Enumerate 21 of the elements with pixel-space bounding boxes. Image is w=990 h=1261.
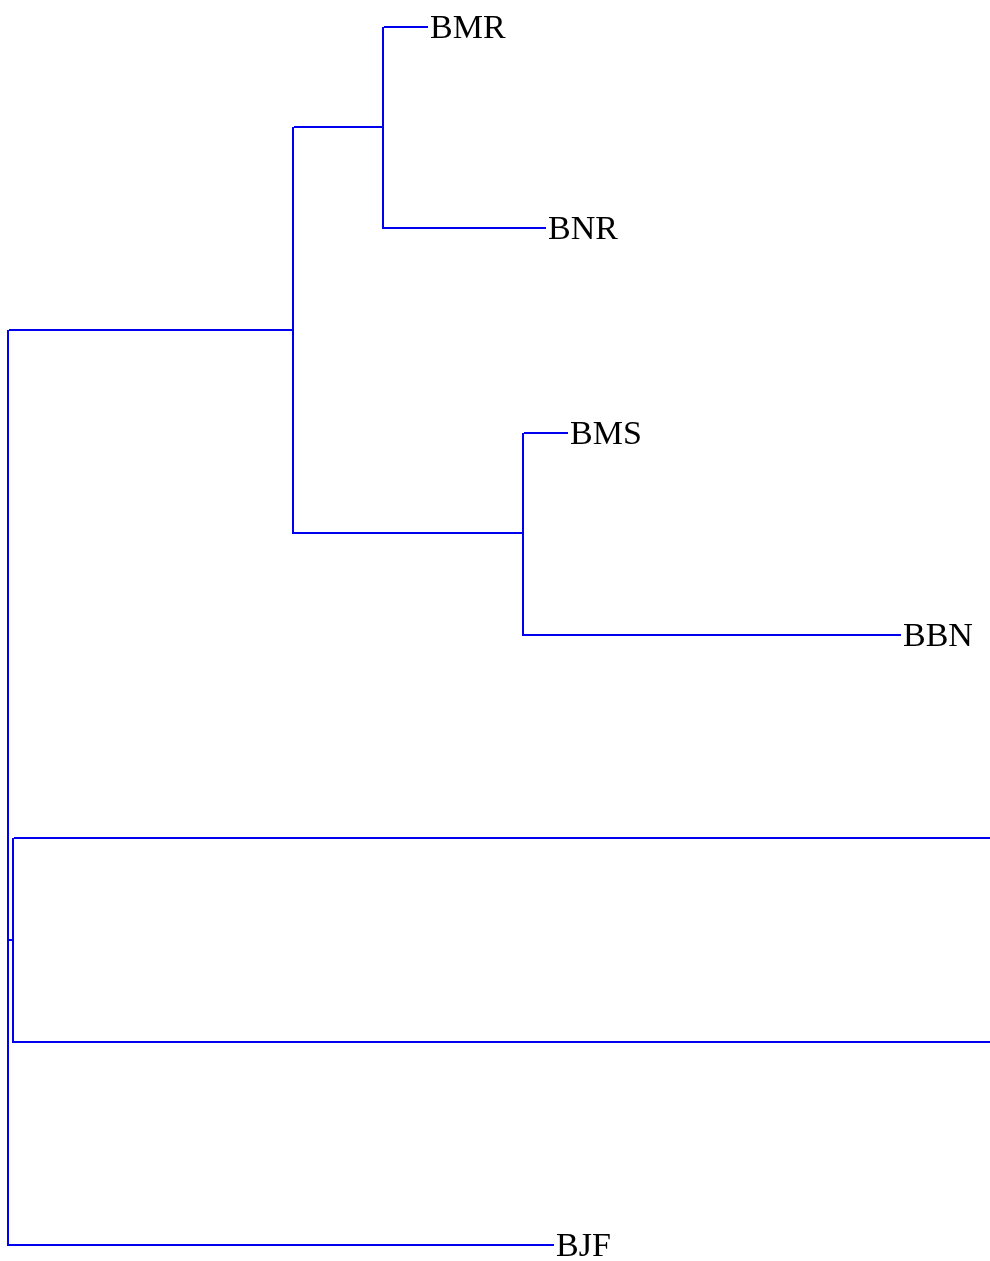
branch-line: [8, 329, 293, 331]
branch-line: [523, 432, 569, 434]
branch-line: [292, 127, 294, 534]
branch-line: [383, 26, 429, 28]
leaf-label: BMS: [570, 413, 642, 453]
branch-line: [522, 433, 524, 636]
leaf-label: BJF: [556, 1225, 611, 1261]
leaf-label: BNR: [548, 208, 618, 248]
branch-line: [293, 126, 383, 128]
branch-line: [8, 1244, 555, 1246]
branch-line: [13, 1041, 990, 1043]
branch-line: [383, 227, 547, 229]
branch-line: [7, 330, 9, 1246]
branch-line: [13, 837, 990, 839]
branch-line: [523, 634, 902, 636]
branch-line: [8, 939, 13, 941]
branch-line: [293, 532, 523, 534]
branch-line: [12, 838, 14, 1043]
leaf-label: BMR: [430, 7, 506, 47]
leaf-label: BBN: [903, 615, 973, 655]
branch-line: [382, 27, 384, 229]
